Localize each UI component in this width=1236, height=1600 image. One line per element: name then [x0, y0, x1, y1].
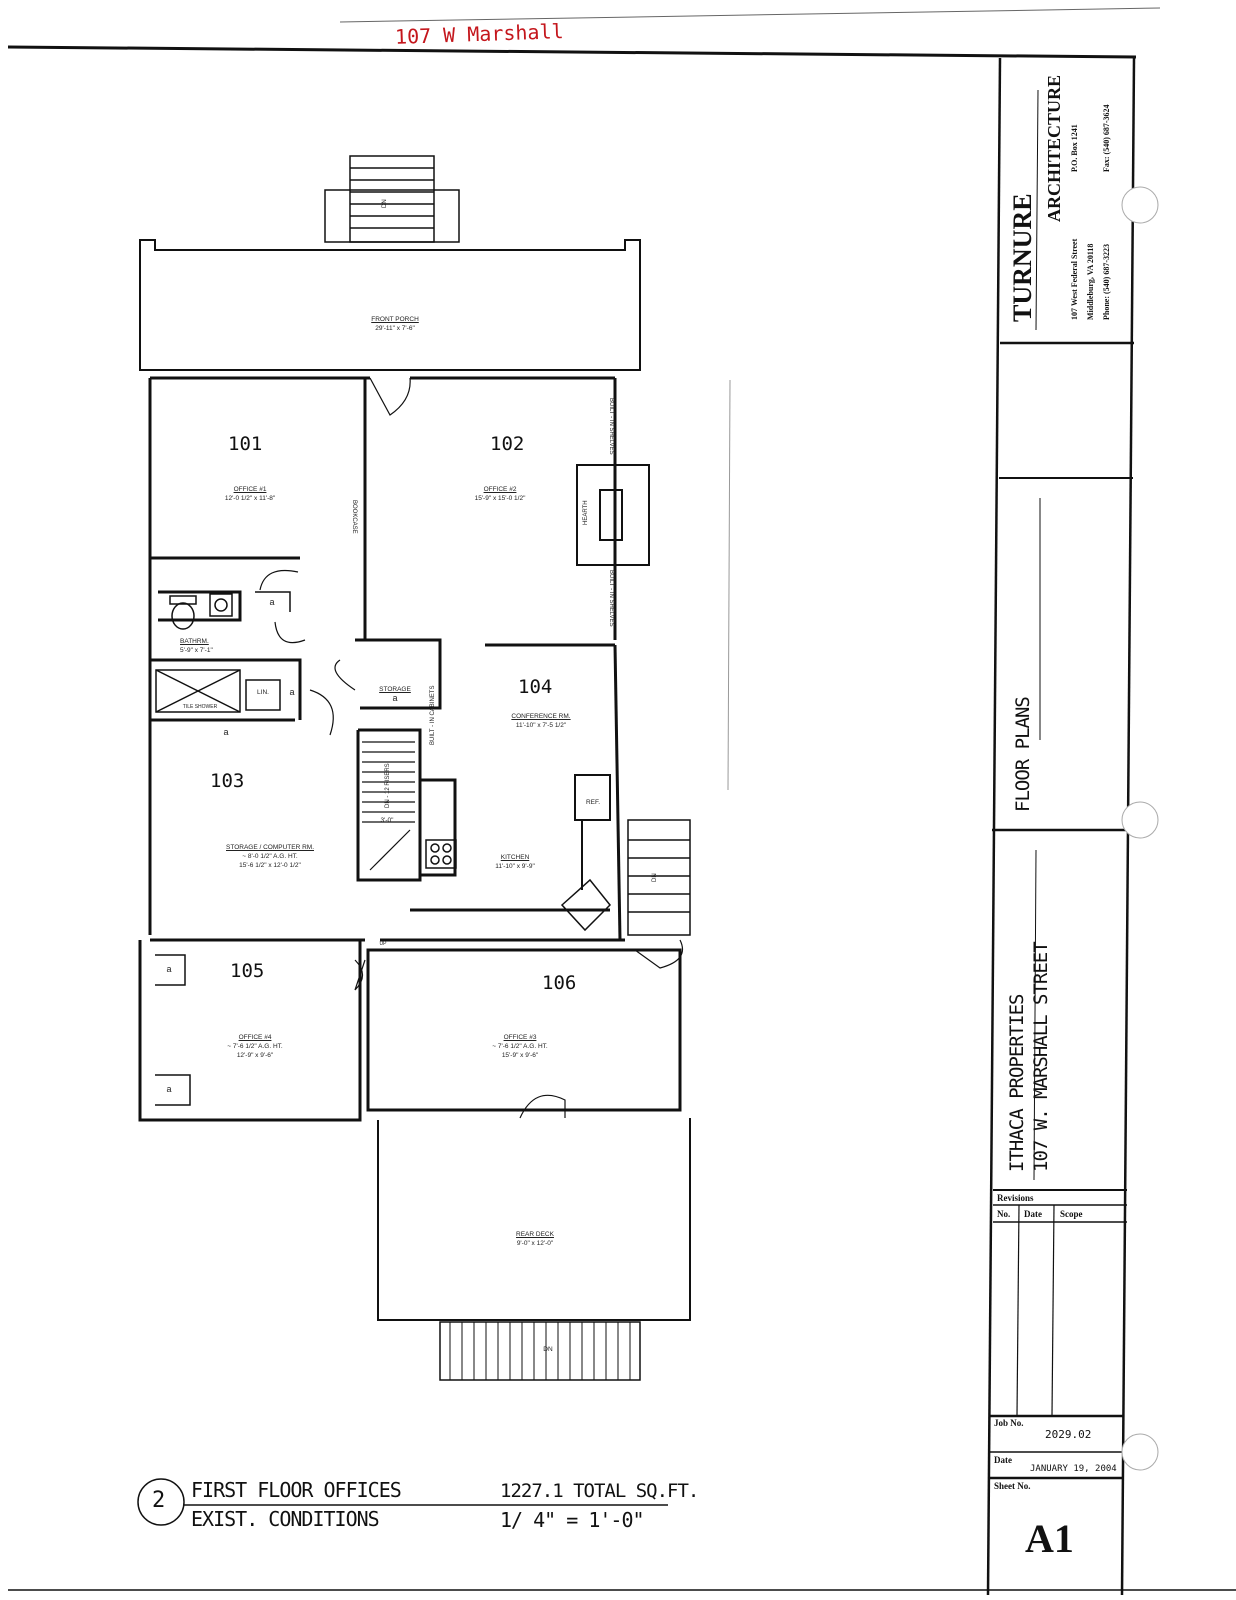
firm-po-box: P.O. Box 1241 [1070, 124, 1079, 172]
hearth [576, 464, 650, 566]
firm-phone: Phone: (540) 687-3223 [1102, 244, 1111, 320]
closet-tag-105b: a [166, 1084, 172, 1094]
room-number-101: 101 [228, 433, 263, 455]
project-name: ITHACA PROPERTIES [1006, 994, 1028, 1172]
drawing-subtitle: EXIST. CONDITIONS [191, 1507, 380, 1531]
closet-tag-hall: a [289, 687, 295, 697]
bookcase-label: BOOKCASE [351, 500, 357, 534]
side-steps [627, 819, 691, 936]
interior-stair [362, 741, 415, 871]
sheet-no-value: A1 [1025, 1516, 1074, 1561]
room-number-105: 105 [230, 960, 265, 982]
closet-tag-103: a [223, 727, 229, 737]
firm-fax: Fax: (540) 687-3624 [1102, 104, 1111, 172]
rear-deck-dn-label: DN [543, 1346, 553, 1353]
room-number-106: 106 [542, 972, 577, 994]
scan-line [339, 7, 1161, 23]
drawing-label-lines [137, 1478, 668, 1526]
job-no-label: Job No. [994, 1418, 1024, 1428]
firm-name-architecture: ARCHITECTURE [1044, 74, 1064, 222]
stair-width-label: 3'-0" [380, 817, 394, 824]
front-steps-dn-label: DN [382, 199, 388, 208]
revisions-col-no: No. [997, 1209, 1011, 1219]
sheet-title: FLOOR PLANS [1012, 697, 1034, 812]
room-label-103: STORAGE / COMPUTER RM.~ 8'-0 1/2" A.G. H… [226, 844, 314, 869]
side-steps-dn-label: DN [652, 873, 658, 882]
date-value: JANUARY 19, 2004 [1030, 1464, 1117, 1474]
firm-name-turnure: TURNURE [1008, 193, 1037, 322]
room-number-102: 102 [490, 433, 525, 455]
sheet-no-label: Sheet No. [994, 1481, 1031, 1491]
drawing-number: 2 [152, 1488, 166, 1513]
drawing-title: FIRST FLOOR OFFICES [191, 1478, 402, 1502]
door-swings [259, 377, 684, 1119]
house-walls [138, 376, 682, 1122]
drawing-scale: 1/ 4" = 1'-0" [500, 1508, 645, 1532]
cabinets-label: BUILT - IN CABINETS [430, 685, 436, 745]
shelves-lower-label: BUILT - IN SHELVES [608, 570, 614, 627]
firm-address-city: Middleburg, VA 20118 [1086, 243, 1095, 320]
shower-label: TILE SHOWER [182, 704, 218, 710]
hearth-label: HEARTH [583, 500, 589, 525]
total-area: 1227.1 TOTAL SQ.FT. [500, 1480, 699, 1502]
room-label-104: CONFERENCE RM.11'-10" x 7'-5 1/2" [511, 713, 571, 729]
revisions-col-date: Date [1024, 1209, 1042, 1219]
revisions-col-scope: Scope [1060, 1209, 1083, 1219]
front-porch-outline [139, 239, 641, 371]
shelves-upper-label: BUILT - IN SHELVES [608, 398, 614, 455]
ref-label: REF. [585, 799, 601, 806]
bathroom-fixtures [155, 593, 281, 713]
room-label-105: OFFICE #4~ 7'-6 1/2" A.G. HT.12'-9" x 9'… [227, 1034, 283, 1059]
closet-tag-bath: a [269, 597, 275, 607]
revisions-label: Revisions [997, 1193, 1034, 1203]
room-number-103: 103 [210, 770, 245, 792]
stair-riser-label: DN - 12 RISERS [385, 763, 391, 808]
project-address: 107 W. MARSHALL STREET [1030, 942, 1052, 1172]
kitchen-fixtures [425, 839, 612, 932]
closet-outlines [155, 591, 291, 1106]
rear-deck [377, 1118, 691, 1381]
front-steps [324, 155, 460, 243]
sheet-border-top [7, 45, 1137, 59]
closet-tag-105a: a [166, 964, 172, 974]
bathroom-label: BATHRM.5'-9" x 7'-1" [180, 638, 213, 654]
up-label: UP [379, 941, 387, 947]
firm-address-street: 107 West Federal Street [1070, 238, 1079, 320]
linen-label: LIN. [257, 689, 269, 696]
date-label: Date [994, 1455, 1012, 1465]
binder-holes [1121, 186, 1159, 1471]
job-no-value: 2029.02 [1045, 1428, 1092, 1441]
room-number-104: 104 [518, 676, 553, 698]
room-label-106: OFFICE #3~ 7'-6 1/2" A.G. HT.15'-9" x 9'… [492, 1034, 548, 1059]
